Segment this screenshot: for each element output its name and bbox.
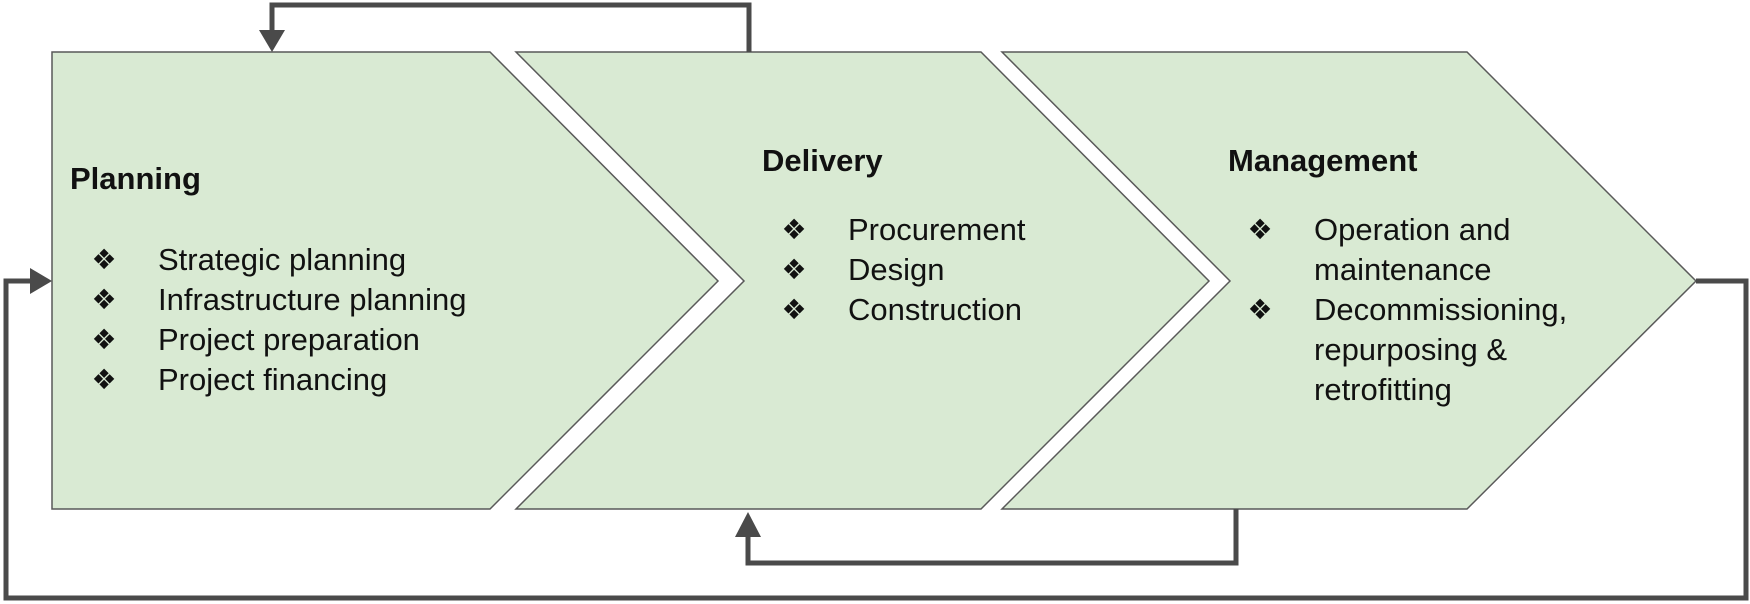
list-item: ❖Decommissioning, repurposing & retrofit… — [1242, 290, 1628, 410]
list-item: ❖Operation and maintenance — [1242, 210, 1628, 290]
diamond-bullet-icon: ❖ — [1247, 214, 1273, 245]
list-item: ❖Infrastructure planning — [86, 280, 466, 320]
list-item: ❖Project financing — [86, 360, 466, 400]
list-item: ❖Strategic planning — [86, 240, 466, 280]
diamond-bullet-icon: ❖ — [781, 214, 807, 245]
management-to-planning-connector — [3, 278, 1749, 601]
management-to-delivery-connector — [745, 509, 1239, 566]
diamond-bullet-icon: ❖ — [91, 364, 117, 395]
stage-title-planning: Planning — [70, 161, 201, 196]
list-item: ❖Project preparation — [86, 320, 466, 360]
list-item: ❖Design — [776, 250, 1025, 290]
arrow-right-icon — [30, 268, 52, 294]
management-chevron — [1000, 51, 1698, 510]
stage-title-management: Management — [1228, 143, 1418, 178]
list-item: ❖Procurement — [776, 210, 1025, 250]
diamond-bullet-icon: ❖ — [781, 254, 807, 285]
diamond-bullet-icon: ❖ — [781, 294, 807, 325]
management-stage: Management ❖Operation and maintenance ❖D… — [1228, 142, 1628, 410]
management-items: ❖Operation and maintenance ❖Decommission… — [1242, 210, 1628, 410]
diamond-bullet-icon: ❖ — [1247, 294, 1273, 325]
stage-title-delivery: Delivery — [762, 143, 883, 178]
delivery-stage: Delivery ❖Procurement ❖Design ❖Construct… — [762, 142, 1025, 330]
delivery-to-planning-connector — [269, 2, 752, 52]
diamond-bullet-icon: ❖ — [91, 244, 117, 275]
planning-items: ❖Strategic planning ❖Infrastructure plan… — [86, 240, 466, 400]
delivery-items: ❖Procurement ❖Design ❖Construction — [776, 210, 1025, 330]
planning-stage: Planning ❖Strategic planning ❖Infrastruc… — [70, 160, 466, 400]
arrow-up-icon — [735, 512, 761, 537]
diamond-bullet-icon: ❖ — [91, 324, 117, 355]
diamond-bullet-icon: ❖ — [91, 284, 117, 315]
arrow-down-icon — [259, 30, 285, 52]
list-item: ❖Construction — [776, 290, 1025, 330]
planning-chevron — [51, 51, 720, 510]
delivery-chevron — [514, 51, 1211, 510]
